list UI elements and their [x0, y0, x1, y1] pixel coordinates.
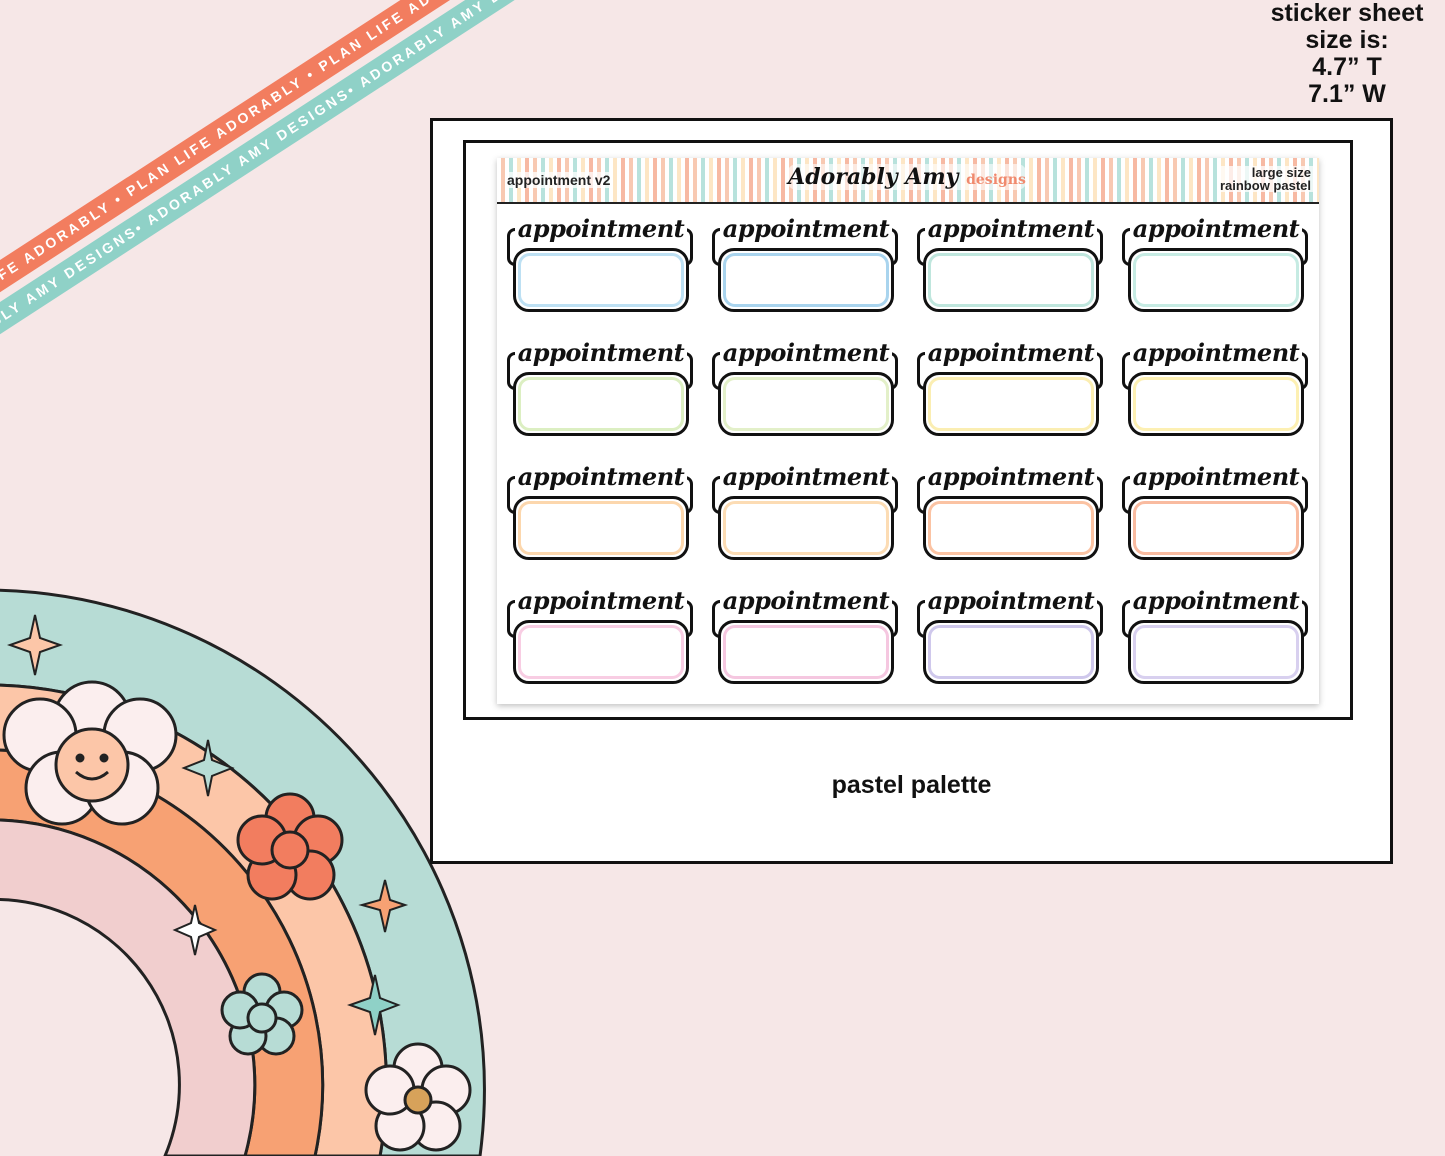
appointment-sticker: appointment [507, 338, 695, 444]
appointment-sticker: appointment [1122, 462, 1310, 568]
product-frame: appointment v2 Adorably Amy designs larg… [430, 118, 1393, 864]
sticker-word: appointment [712, 338, 900, 367]
appointment-sticker: appointment [507, 586, 695, 692]
sticker-box [513, 248, 689, 312]
appointment-sticker: appointment [712, 462, 900, 568]
sticker-box [923, 620, 1099, 684]
sticker-word: appointment [1122, 214, 1310, 243]
appointment-sticker: appointment [507, 462, 695, 568]
sticker-sheet-frame: appointment v2 Adorably Amy designs larg… [463, 140, 1353, 720]
sticker-box [923, 496, 1099, 560]
appointment-sticker: appointment [712, 338, 900, 444]
sticker-word: appointment [507, 462, 695, 491]
sticker-word: appointment [917, 462, 1105, 491]
size-note-line: size is: [1305, 26, 1389, 54]
size-note-line: sticker sheet [1270, 0, 1424, 27]
appointment-sticker: appointment [1122, 214, 1310, 320]
sticker-box [718, 372, 894, 436]
sticker-box [1128, 248, 1304, 312]
sticker-word: appointment [712, 462, 900, 491]
sticker-word: appointment [1122, 586, 1310, 615]
appointment-sticker: appointment [917, 586, 1105, 692]
size-label-line: rainbow pastel [1219, 178, 1311, 193]
sticker-word: appointment [507, 214, 695, 243]
sticker-box [718, 248, 894, 312]
appointment-sticker: appointment [1122, 338, 1310, 444]
brand-name: Adorably Amy [788, 164, 959, 190]
sticker-box [513, 372, 689, 436]
sticker-sheet: appointment v2 Adorably Amy designs larg… [497, 158, 1319, 704]
appointment-sticker: appointment [712, 586, 900, 692]
sticker-word: appointment [917, 338, 1105, 367]
sticker-word: appointment [507, 586, 695, 615]
sticker-box [923, 248, 1099, 312]
size-note-line: 4.7” T [1312, 53, 1382, 81]
sheet-size-label: large size rainbow pastel [1217, 165, 1313, 193]
sticker-box [1128, 620, 1304, 684]
flower-icon [236, 792, 344, 901]
appointment-sticker: appointment [507, 214, 695, 320]
rainbow-illustration [0, 588, 486, 1156]
appointment-sticker: appointment [1122, 586, 1310, 692]
sheet-header: appointment v2 Adorably Amy designs larg… [497, 158, 1319, 204]
brand-logo: Adorably Amy designs [787, 164, 1027, 190]
appointment-sticker: appointment [712, 214, 900, 320]
sticker-word: appointment [712, 214, 900, 243]
sticker-word: appointment [712, 586, 900, 615]
sticker-grid: appointment appointment appointment appoint… [507, 214, 1313, 698]
sheet-title: appointment v2 [505, 172, 613, 188]
sticker-box [923, 372, 1099, 436]
sticker-word: appointment [1122, 338, 1310, 367]
smiley-flower-icon [2, 680, 178, 826]
sheet-size-note: sticker sheet size is: 4.7” T 7.1” W [1257, 0, 1437, 108]
sticker-box [1128, 496, 1304, 560]
size-label-line: large size [1251, 165, 1311, 180]
sticker-box [718, 620, 894, 684]
palette-caption: pastel palette [831, 771, 992, 799]
flower-icon [364, 1042, 472, 1152]
flower-icon [220, 972, 304, 1056]
sticker-box [513, 496, 689, 560]
sticker-box [718, 496, 894, 560]
size-note-line: 7.1” W [1308, 80, 1386, 108]
sparkle-icon [6, 614, 409, 1036]
sticker-word: appointment [917, 214, 1105, 243]
sticker-word: appointment [917, 586, 1105, 615]
appointment-sticker: appointment [917, 338, 1105, 444]
sticker-word: appointment [1122, 462, 1310, 491]
sticker-box [1128, 372, 1304, 436]
sticker-word: appointment [507, 338, 695, 367]
brand-sub: designs [966, 172, 1026, 188]
appointment-sticker: appointment [917, 214, 1105, 320]
appointment-sticker: appointment [917, 462, 1105, 568]
sticker-box [513, 620, 689, 684]
